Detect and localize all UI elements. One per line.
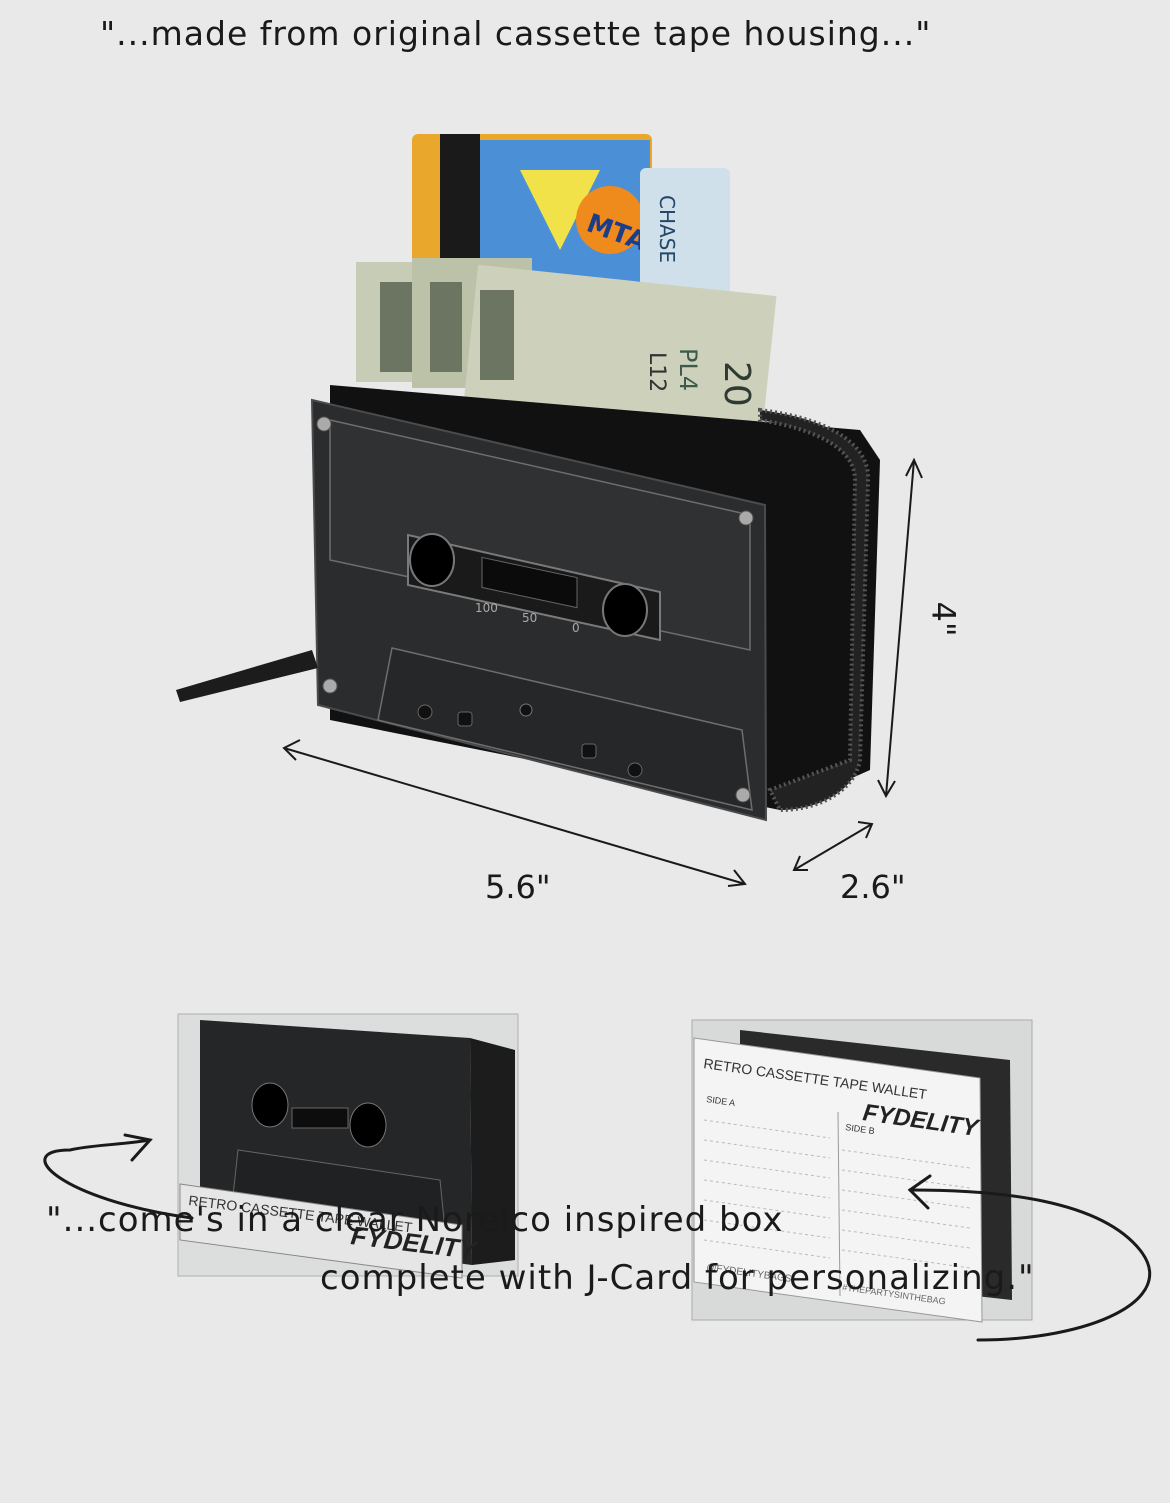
counter-right: 0: [572, 621, 580, 635]
bottom-caption-line2: complete with J-Card for personalizing.": [320, 1258, 1035, 1298]
side-a-label: SIDE A: [706, 1094, 736, 1108]
dimension-height: 4": [924, 601, 963, 637]
dimension-depth: 2.6": [840, 868, 906, 906]
dimension-arrows: [282, 457, 923, 887]
top-caption: "...made from original cassette tape hou…: [100, 14, 932, 53]
chase-text: CHASE: [655, 195, 679, 263]
bill-value: 20: [716, 361, 757, 407]
box-front: RETRO CASSETTE TAPE WALLET FYDELITY: [177, 1013, 519, 1279]
side-b-label: SIDE B: [845, 1122, 876, 1136]
main-wallet: MTA CHASE PL4 L12 20: [176, 134, 880, 822]
cash-bills: PL4 L12 20: [356, 258, 777, 436]
bill-serial: PL4: [674, 348, 702, 391]
bottom-caption-line1: "...come's in a clear Norelco inspired b…: [46, 1200, 784, 1240]
counter-left: 100: [475, 601, 498, 615]
counter-mid: 50: [522, 611, 537, 625]
zipper-pull: [176, 650, 318, 702]
cassette-face: 100 50 0: [310, 398, 768, 822]
curved-arrows: [43, 1133, 1152, 1342]
dimension-width: 5.6": [485, 868, 551, 906]
bill-code: L12: [644, 352, 669, 392]
box-back: RETRO CASSETTE TAPE WALLET FYDELITY SIDE…: [691, 1019, 1033, 1323]
